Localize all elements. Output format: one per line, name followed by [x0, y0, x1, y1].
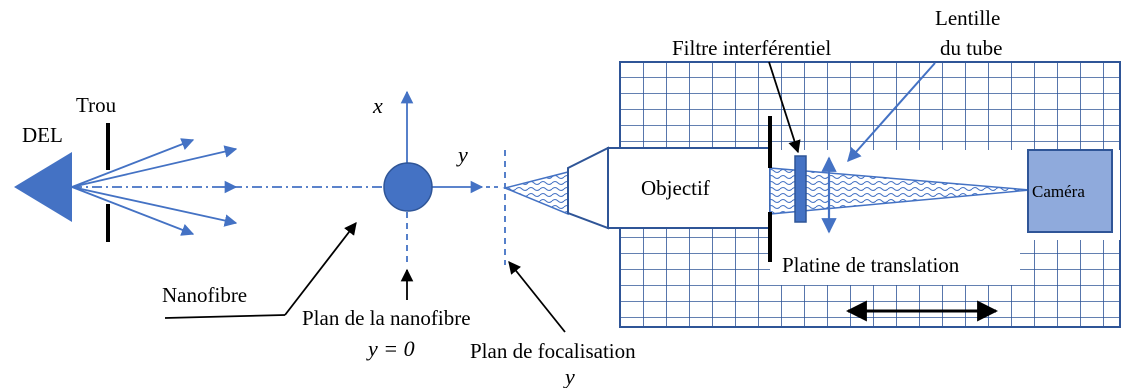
- filter-pointer: [768, 61, 801, 154]
- objective-body: [607, 147, 771, 229]
- axis-x-label: x: [372, 93, 383, 118]
- filter-label: Filtre interférentiel: [672, 36, 831, 60]
- focal-plane-var: y: [563, 364, 575, 388]
- objective-label: Objectif: [641, 176, 710, 200]
- nanofibre-plane-label: Plan de la nanofibre: [302, 306, 471, 330]
- nanofibre-icon: [383, 162, 433, 212]
- collection-cone: [502, 171, 569, 216]
- focal-plane-label: Plan de focalisation: [470, 339, 636, 363]
- led-icon: [14, 152, 72, 222]
- ray: [71, 145, 238, 188]
- stage-label-background: [770, 240, 1020, 285]
- nanofibre-label: Nanofibre: [162, 283, 247, 307]
- stage-label: Platine de translation: [782, 253, 960, 277]
- tube-lens-pointer: [847, 62, 936, 163]
- ray: [71, 138, 195, 188]
- nanofibre-pointer: [284, 222, 357, 316]
- ray: [71, 186, 238, 227]
- tube-lens-label-line1: Lentille: [935, 6, 1000, 30]
- pinhole-label: Trou: [76, 93, 117, 117]
- objective-tip: [567, 146, 609, 230]
- ray: [71, 186, 195, 236]
- camera-label: Caméra: [1032, 182, 1085, 201]
- nanofibre-leader: [164, 314, 286, 319]
- led-label: DEL: [22, 123, 63, 147]
- axis-y-label: y: [456, 142, 468, 167]
- camera-icon: [1027, 149, 1113, 233]
- nanofibre-plane-eq: y = 0: [366, 336, 415, 361]
- focal-plane-pointer: [508, 261, 566, 333]
- tube-lens-label-line2: du tube: [940, 36, 1002, 60]
- interference-filter: [794, 155, 807, 223]
- led-rays: [71, 138, 238, 236]
